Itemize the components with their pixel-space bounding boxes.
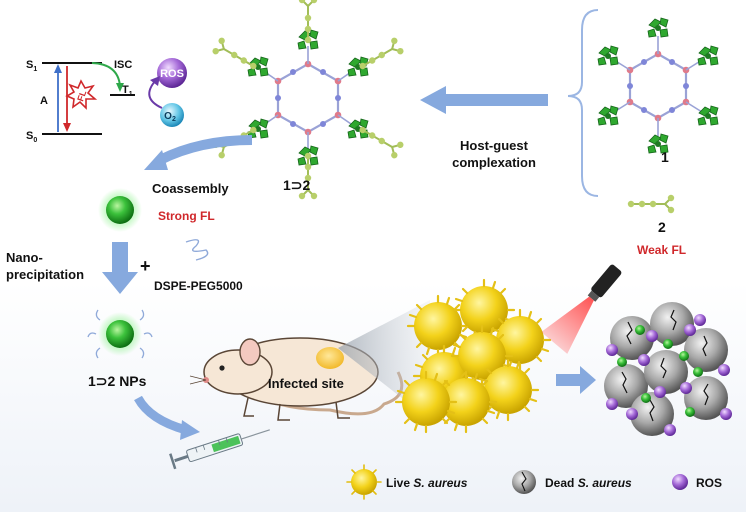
dspe-peg-squiggle bbox=[185, 239, 209, 261]
host-structure bbox=[597, 17, 719, 154]
complex-label: 1⊃2 bbox=[283, 177, 311, 193]
legend-dead-label: Dead S. aureus bbox=[545, 476, 632, 490]
isc-arrowhead bbox=[116, 83, 124, 92]
plus-sign: + bbox=[140, 256, 151, 276]
injection-arrow bbox=[134, 395, 188, 435]
absorption-label: A bbox=[40, 95, 48, 107]
s0-label: S0 bbox=[26, 130, 37, 144]
legend-ros-icon bbox=[672, 474, 688, 490]
host-guest-arrow bbox=[420, 86, 548, 114]
isc-arrow bbox=[91, 62, 121, 87]
legend: Live S. aureus Dead S. aureus ROS bbox=[346, 464, 722, 500]
ros-label: ROS bbox=[160, 68, 184, 80]
host-label: 1 bbox=[661, 149, 669, 165]
s1-label: S1 bbox=[26, 59, 37, 73]
coassembly-arrowhead bbox=[144, 150, 168, 170]
nanoprecipitation-label-2: precipitation bbox=[6, 267, 84, 282]
legend-live-label: Live S. aureus bbox=[386, 476, 468, 490]
guest-label: 2 bbox=[658, 219, 666, 235]
infected-site-label: Infected site bbox=[268, 376, 344, 391]
fluorescence-burst bbox=[65, 79, 98, 110]
coassembly-nanoparticle bbox=[106, 196, 134, 224]
host-guest-label-1: Host-guest bbox=[460, 138, 529, 153]
nps-particle bbox=[87, 309, 153, 359]
mouse-illustration bbox=[189, 337, 404, 421]
host-guest-label-2: complexation bbox=[452, 155, 536, 170]
strong-fl-label: Strong FL bbox=[158, 209, 215, 223]
ros-sphere bbox=[157, 58, 187, 88]
absorption-arrowhead bbox=[54, 64, 62, 73]
guest-structure bbox=[626, 193, 676, 215]
coassembly-arrow bbox=[157, 135, 253, 165]
nps-label: 1⊃2 NPs bbox=[88, 373, 147, 389]
o2-to-ros-arrow bbox=[148, 79, 163, 109]
o2-to-ros-arrowhead bbox=[150, 76, 160, 86]
o2-label: O2 bbox=[164, 111, 176, 123]
nanoprecipitation-arrow bbox=[102, 242, 138, 294]
t1-label: T1 bbox=[122, 84, 133, 98]
syringe bbox=[169, 429, 270, 470]
fluorescence-arrowhead bbox=[63, 123, 71, 132]
coassembly-label: Coassembly bbox=[152, 181, 229, 196]
dspe-label: DSPE-PEG5000 bbox=[154, 279, 243, 293]
weak-fl-label: Weak FL bbox=[637, 243, 686, 257]
fl-label: FL bbox=[75, 88, 88, 102]
legend-live-icon bbox=[346, 464, 382, 500]
isc-label: ISC bbox=[114, 59, 132, 71]
jablonski-diagram: S1 S0 T1 A FL ISC ROS O2 bbox=[26, 58, 187, 144]
laser-pointer bbox=[541, 264, 622, 354]
o2-sphere bbox=[160, 103, 184, 127]
host-guest-bracket bbox=[567, 9, 599, 197]
injection-arrowhead bbox=[180, 420, 200, 440]
dead-bacteria-cluster bbox=[604, 302, 732, 436]
legend-ros-label: ROS bbox=[696, 476, 722, 490]
nanoprecipitation-label-1: Nano- bbox=[6, 250, 43, 265]
treatment-arrow bbox=[556, 366, 596, 394]
complex-structure bbox=[210, 0, 406, 201]
infected-spot bbox=[316, 347, 344, 369]
